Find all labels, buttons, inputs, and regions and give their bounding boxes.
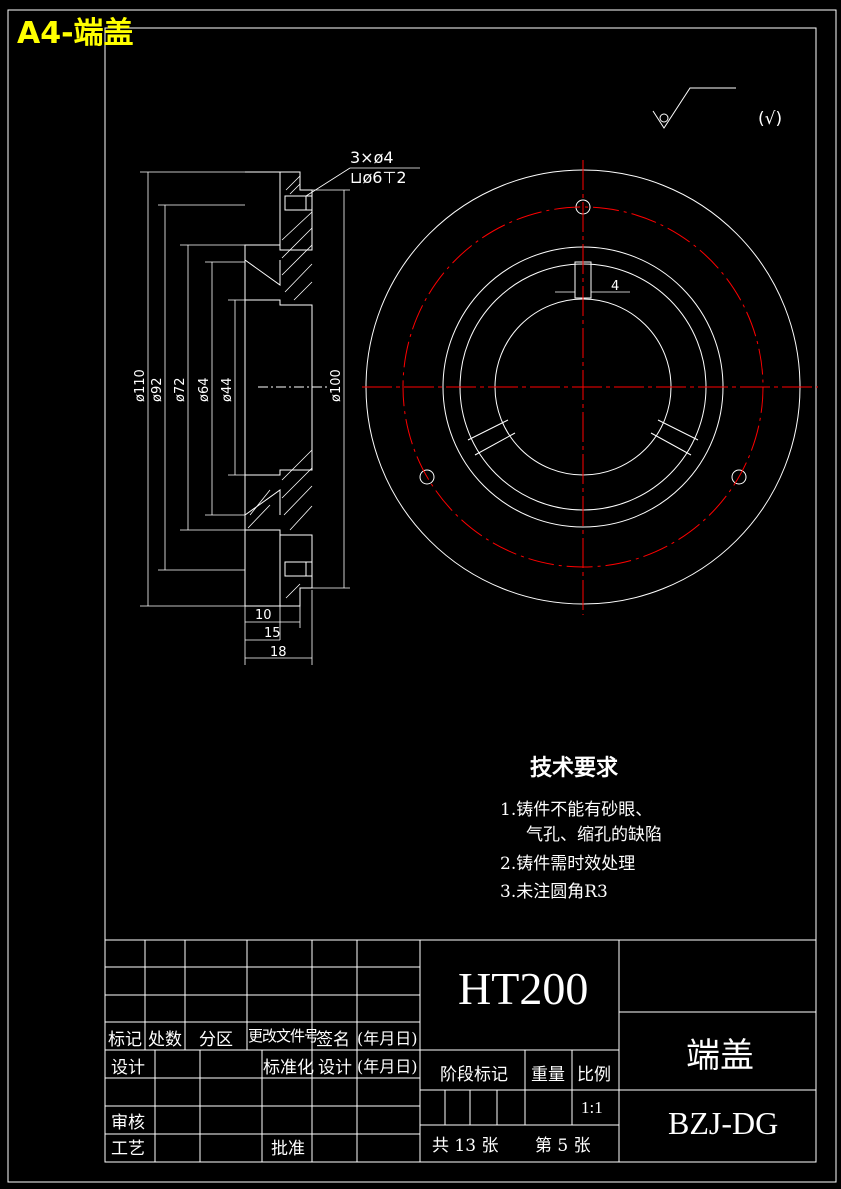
dim-d92: ø92 bbox=[150, 378, 165, 403]
roughness-symbol-icon bbox=[652, 87, 736, 129]
dim-d44: ø44 bbox=[220, 378, 235, 403]
dim-d100: ø100 bbox=[329, 369, 344, 402]
dim-slot4: 4 bbox=[611, 279, 619, 294]
holes-callout-line1: 3×ø4 bbox=[350, 148, 394, 167]
holes-callout-line2: ⊔ø6⊤2 bbox=[350, 168, 407, 187]
sheet-label: A4-端盖 bbox=[17, 16, 134, 51]
outer-frame bbox=[7, 9, 837, 1183]
roughness-note: (√) bbox=[758, 109, 782, 129]
section-view bbox=[140, 167, 420, 665]
dim-w15: 15 bbox=[264, 626, 281, 641]
dim-w10: 10 bbox=[255, 608, 272, 623]
title-block bbox=[104, 939, 817, 1163]
dim-d110: ø110 bbox=[133, 369, 148, 402]
dim-d72: ø72 bbox=[173, 378, 188, 403]
dim-w18: 18 bbox=[270, 645, 287, 660]
dim-d64: ø64 bbox=[197, 378, 212, 403]
inner-frame bbox=[104, 27, 817, 1163]
